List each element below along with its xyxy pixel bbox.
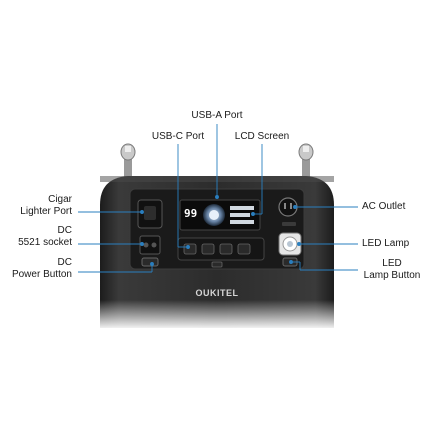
dc-power-button-label-line1: DC <box>57 257 72 268</box>
led-lamp-button-label-line2: Lamp Button <box>363 270 421 281</box>
left-handle <box>120 143 136 180</box>
dc-5521-socket-label-line1: DC <box>57 225 72 236</box>
cigar-lighter-port-label-line1: Cigar <box>48 194 72 205</box>
dc-power-button <box>141 257 159 267</box>
cigar-lighter-port-label: Cigar Lighter Port <box>20 194 72 218</box>
ac-outlet-label: AC Outlet <box>362 201 406 212</box>
dc-5521-socket-label: DC 5521 socket <box>18 225 72 249</box>
usb-c-port-label: USB-C Port <box>151 131 205 142</box>
led-lamp-button-label: LED Lamp Button <box>358 258 426 282</box>
callout-lines <box>78 124 358 273</box>
right-handle <box>298 143 314 180</box>
lcd-screen-label: LCD Screen <box>234 131 290 142</box>
brand-logo: OUKITEL <box>196 288 239 298</box>
led-lamp-button-label-line1: LED <box>382 258 402 269</box>
led-lamp-label: LED Lamp <box>362 238 410 249</box>
cigar-lighter-port-label-line2: Lighter Port <box>20 206 72 217</box>
dc-power-button-label-line2: Power Button <box>11 269 72 280</box>
lcd-value: 99 <box>184 207 198 220</box>
dc-power-button-label: DC Power Button <box>12 257 72 281</box>
usb-a-port-label: USB-A Port <box>191 110 243 121</box>
usb-c-port <box>183 243 197 255</box>
dc-5521-socket <box>139 235 161 255</box>
dc-5521-socket-label-line2: 5521 socket <box>18 237 72 248</box>
